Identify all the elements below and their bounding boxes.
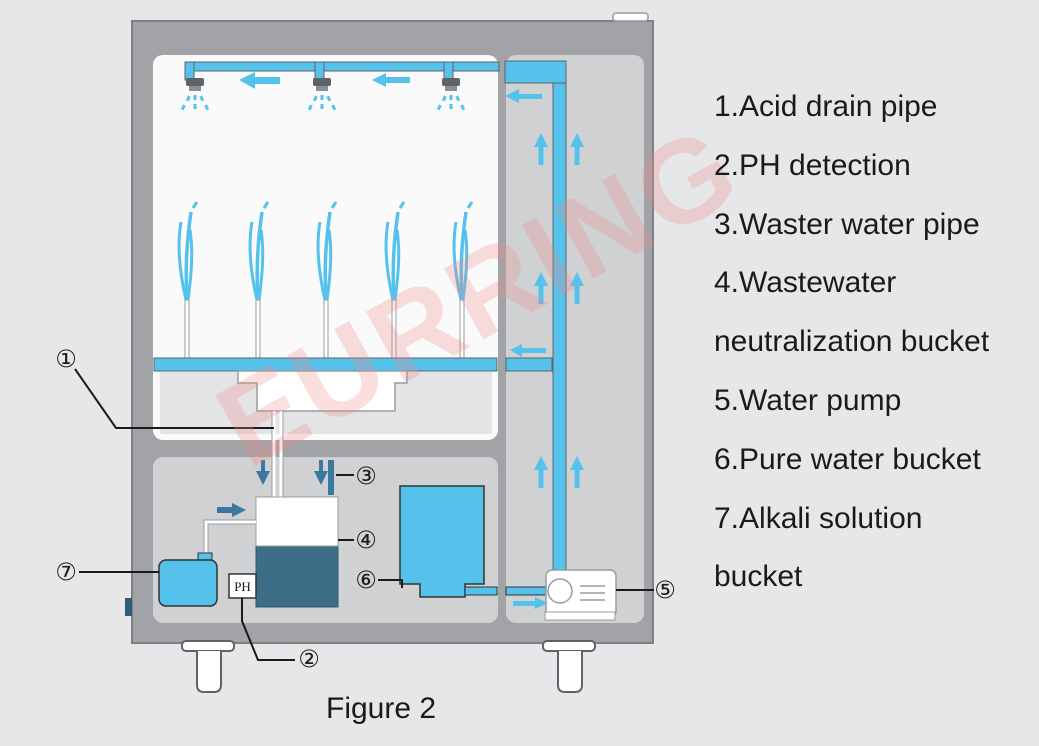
legend-item: 6.Pure water bucket xyxy=(714,442,981,476)
legend-item: 5.Water pump xyxy=(714,383,902,417)
alkali-feed-pipe xyxy=(204,520,256,553)
figure-caption: Figure 2 xyxy=(326,692,437,725)
ph-probe-label: PH xyxy=(234,579,251,594)
waste-water-pipe xyxy=(328,460,334,495)
side-drain-valve xyxy=(125,598,132,616)
flow-arrow-icon xyxy=(239,72,410,89)
callout-3: ③ xyxy=(355,462,377,490)
pure-water-outlet xyxy=(464,586,498,596)
acid-drain-pipe xyxy=(272,411,283,497)
alkali-solution-bucket xyxy=(158,559,218,607)
callout-6: ⑥ xyxy=(355,566,377,594)
right-caster xyxy=(542,640,596,693)
pure-water-bucket xyxy=(399,485,485,598)
callout-1: ① xyxy=(55,345,77,373)
callout-4: ④ xyxy=(355,526,377,554)
callout-5: ⑤ xyxy=(654,576,676,604)
legend-item: 2.PH detection xyxy=(714,148,911,182)
legend-item: 7.Alkali solution xyxy=(714,501,923,535)
component-legend: 1.Acid drain pipe 2.PH detection 3.Waste… xyxy=(714,78,989,607)
flow-arrow-icon xyxy=(217,460,328,517)
callout-7: ⑦ xyxy=(55,558,77,586)
legend-item: 3.Waster water pipe xyxy=(714,207,980,241)
ph-probe xyxy=(228,573,257,599)
pump-icon xyxy=(544,569,617,621)
callout-leaders xyxy=(74,368,654,661)
legend-item: 1.Acid drain pipe xyxy=(714,90,938,123)
pipe-elbow xyxy=(504,60,567,84)
drain-funnel xyxy=(237,370,408,412)
legend-item: neutralization bucket xyxy=(714,325,990,359)
top-handle xyxy=(612,12,649,22)
flow-arrow-icon xyxy=(505,89,546,357)
callout-2: ② xyxy=(298,645,320,673)
legend-item: 4.Wastewater xyxy=(714,266,897,300)
left-caster xyxy=(181,640,235,693)
flow-arrow-icon xyxy=(513,597,548,609)
legend-item: bucket xyxy=(714,560,803,594)
